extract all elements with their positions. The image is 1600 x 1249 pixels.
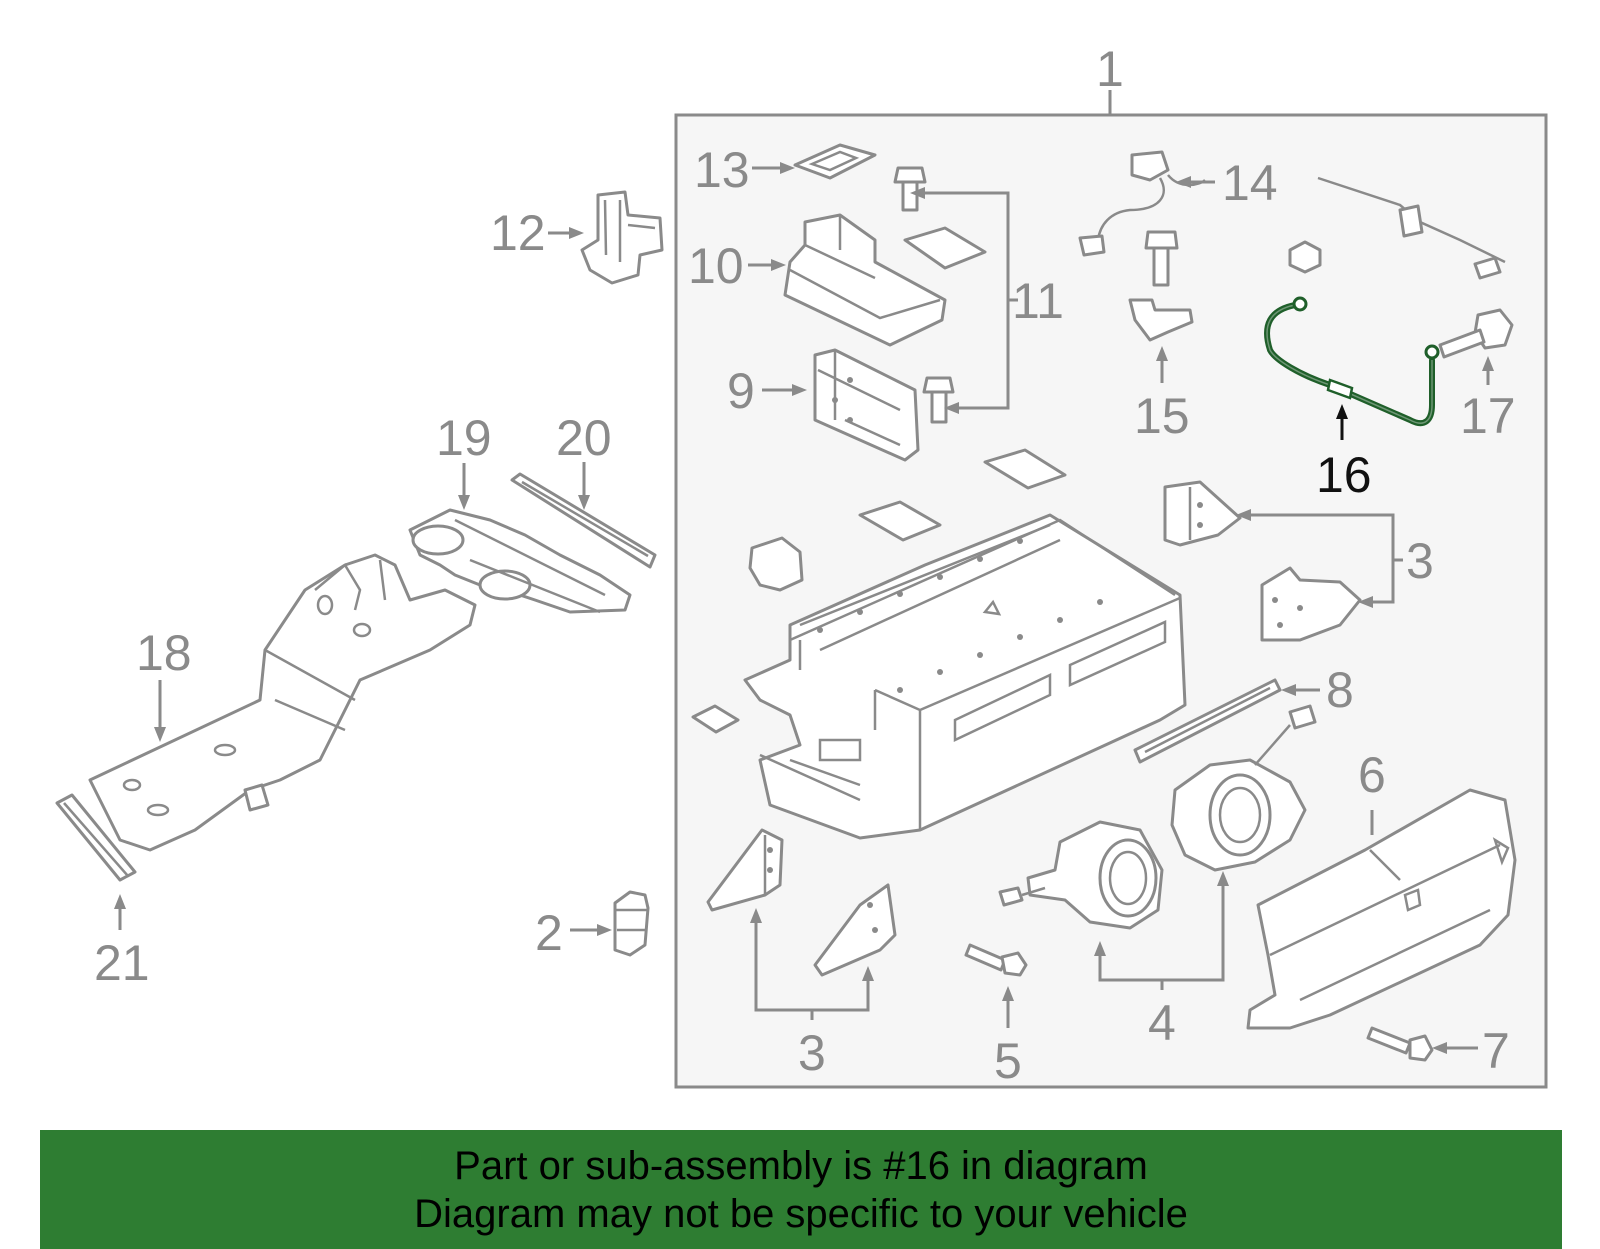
part-12[interactable] [580,190,664,285]
callout-21: 21 [94,935,150,991]
part-14[interactable] [1078,150,1206,257]
part-8[interactable] [1133,678,1282,764]
part-16-cable[interactable] [1264,296,1440,427]
part-5[interactable] [964,943,1028,977]
callout-10: 10 [688,238,744,294]
connector-bracket[interactable] [748,536,804,592]
part-3-lower[interactable] [706,828,897,977]
callout-11: 11 [1012,273,1064,329]
part-3-upper[interactable] [1163,480,1362,642]
callout-4: 4 [1148,995,1176,1051]
banner-line-2: Diagram may not be specific to your vehi… [414,1191,1188,1236]
callout-2: 2 [535,905,563,961]
part-9[interactable] [813,348,920,462]
part-info-banner: Part or sub-assembly is #16 in diagram D… [40,1130,1562,1249]
callout-18: 18 [136,625,192,681]
strap[interactable] [1317,176,1506,280]
callout-14: 14 [1222,155,1278,211]
callout-15: 15 [1134,388,1190,444]
banner-line-1: Part or sub-assembly is #16 in diagram [454,1143,1148,1188]
part-19[interactable] [408,508,632,614]
callout-12: 12 [490,205,546,261]
callout-9: 9 [727,363,755,419]
callout-20: 20 [556,410,612,466]
callout-8: 8 [1326,662,1354,718]
callout-7: 7 [1482,1023,1510,1079]
part-4-fan-a[interactable] [998,820,1164,930]
part-20[interactable] [510,472,657,569]
callout-13: 13 [694,142,750,198]
callout-1: 1 [1096,41,1124,97]
bolt[interactable] [1144,230,1179,287]
part-15[interactable] [1128,298,1194,342]
part-4-fan-b[interactable] [1170,704,1317,872]
battery-pack[interactable] [743,513,1187,840]
callout-3-lower: 3 [798,1025,826,1081]
part-13[interactable] [793,143,877,180]
part-17[interactable] [1438,308,1514,359]
part-7[interactable] [1366,1026,1434,1062]
callout-6: 6 [1358,747,1386,803]
callout-5: 5 [994,1033,1022,1089]
callout-17: 17 [1460,388,1516,444]
part-21[interactable] [55,793,137,882]
gasket[interactable] [691,448,1067,734]
part-10[interactable] [783,213,947,347]
part-6[interactable] [1246,788,1517,1030]
nut[interactable] [1288,240,1322,274]
part-11[interactable] [893,166,987,424]
part-18[interactable] [88,553,477,852]
part-2[interactable] [613,890,650,957]
callout-19: 19 [436,410,492,466]
callout-16: 16 [1316,447,1372,503]
callout-3-upper: 3 [1406,533,1434,589]
